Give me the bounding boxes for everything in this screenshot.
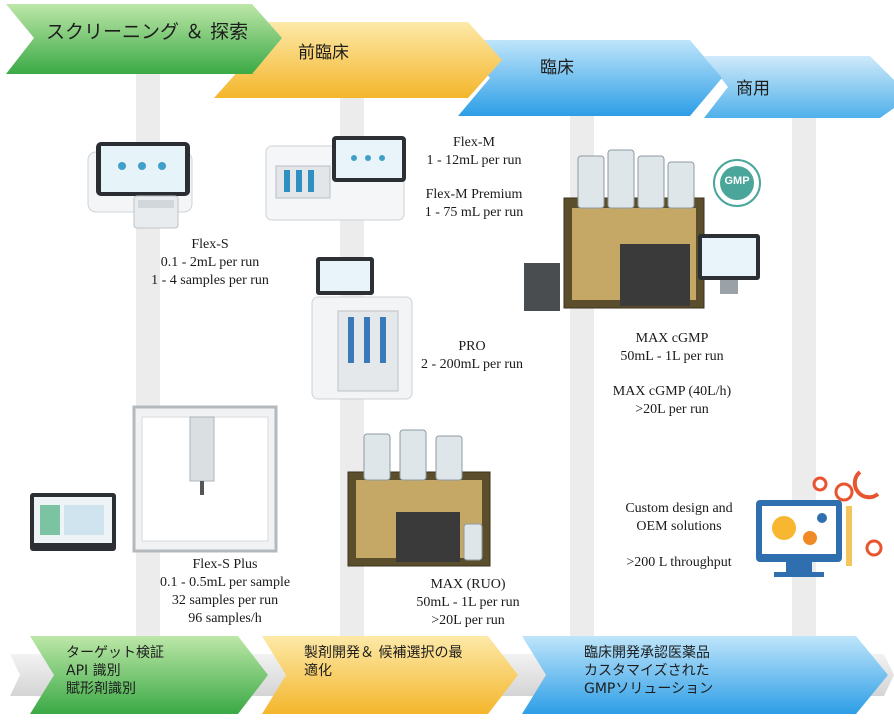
custom-line-3: >200 L throughput <box>626 555 732 570</box>
bottom-label-screening-line-1: ターゲット検証 <box>66 645 164 661</box>
bottom-label-screening-line-3: 賦形剤識別 <box>66 681 136 697</box>
bottom-label-screening-line-2: API 識別 <box>66 663 121 679</box>
flex-s-spec-2: 1 - 4 samples per run <box>151 273 269 288</box>
bottom-arrow-yellow <box>262 636 518 714</box>
bottom-arrow-blue <box>522 636 888 714</box>
max-cgmp-spec: 50mL - 1L per run <box>620 349 724 364</box>
flex-s-plus-device-image <box>30 405 278 553</box>
pro-name: PRO <box>458 339 486 354</box>
flex-m-premium-spec: 1 - 75 mL per run <box>424 205 524 220</box>
stage-label-screening: スクリーニング ＆ 探索 <box>46 21 249 43</box>
stage-arrow-clinical <box>458 40 722 116</box>
gmp-badge-label: GMP <box>724 175 750 187</box>
flex-s-plus-spec-2: 32 samples per run <box>171 593 279 608</box>
max-cgmp-caption: MAX cGMP 50mL - 1L per run <box>602 330 742 366</box>
flex-s-plus-spec-1: 0.1 - 0.5mL per sample <box>159 575 291 590</box>
bottom-label-screening: ターゲット検証 API 識別 賦形剤識別 <box>66 644 164 698</box>
flex-m-premium-caption: Flex-M Premium 1 - 75 mL per run <box>404 186 544 222</box>
flex-s-name: Flex-S <box>191 237 229 252</box>
custom-design-illustration <box>756 470 883 577</box>
flex-m-name: Flex-M <box>453 135 495 150</box>
flex-m-device-image <box>265 136 406 221</box>
flex-s-plus-caption: Flex-S Plus 0.1 - 0.5mL per sample 32 sa… <box>140 556 310 628</box>
bottom-label-preclinical-line-2: 適化 <box>304 663 332 679</box>
gmp-badge-icon <box>713 159 761 207</box>
pro-caption: PRO 2 - 200mL per run <box>402 338 542 374</box>
flex-s-device-image <box>87 142 193 229</box>
pro-device-image <box>311 257 413 400</box>
max-ruo-name: MAX (RUO) <box>430 577 506 592</box>
stage-arrow-preclinical <box>214 22 502 98</box>
flex-s-plus-spec-3: 96 samples/h <box>188 611 262 626</box>
bottom-label-clinical-line-1: 臨床開発承認医薬品 <box>584 645 710 661</box>
max-cgmp-device-image <box>524 149 760 311</box>
flex-s-caption: Flex-S 0.1 - 2mL per run 1 - 4 samples p… <box>130 236 290 290</box>
bottom-label-clinical-line-2: カスタマイズされた <box>584 663 710 679</box>
bottom-label-clinical: 臨床開発承認医薬品 カスタマイズされた GMPソリューション <box>584 644 713 698</box>
flex-m-caption: Flex-M 1 - 12mL per run <box>404 134 544 170</box>
stage-arrows <box>6 4 894 118</box>
custom-caption: Custom design and OEM solutions >200 L t… <box>604 500 754 572</box>
max-cgmp-40-spec: >20L per run <box>635 402 709 417</box>
stage-arrow-commercial <box>704 56 894 118</box>
stage-label-preclinical: 前臨床 <box>298 43 349 63</box>
stage-arrow-screening <box>6 4 282 74</box>
bottom-label-clinical-line-3: GMPソリューション <box>584 681 714 697</box>
flex-s-spec-1: 0.1 - 2mL per run <box>160 255 260 270</box>
max-ruo-caption: MAX (RUO) 50mL - 1L per run >20L per run <box>398 576 538 630</box>
flex-m-premium-name: Flex-M Premium <box>425 187 523 202</box>
bottom-arrow-green <box>30 636 268 714</box>
custom-line-2: OEM solutions <box>636 519 722 534</box>
max-ruo-spec-1: 50mL - 1L per run <box>416 595 520 610</box>
flex-m-spec: 1 - 12mL per run <box>426 153 522 168</box>
stage-label-commercial: 商用 <box>736 79 770 99</box>
max-ruo-device-image <box>347 429 491 567</box>
bottom-label-preclinical: 製剤開発＆ 候補選択の最 適化 <box>304 644 462 680</box>
max-ruo-spec-2: >20L per run <box>431 613 505 628</box>
bottom-arrows <box>10 636 894 714</box>
bottom-label-preclinical-line-1: 製剤開発＆ 候補選択の最 <box>304 645 463 661</box>
stage-label-clinical: 臨床 <box>540 58 574 78</box>
custom-line-1: Custom design and <box>625 501 733 516</box>
pro-spec: 2 - 200mL per run <box>420 357 524 372</box>
max-cgmp-40-caption: MAX cGMP (40L/h) >20L per run <box>602 383 742 419</box>
max-cgmp-name: MAX cGMP <box>635 331 709 346</box>
flex-s-plus-name: Flex-S Plus <box>192 557 258 572</box>
max-cgmp-40-name: MAX cGMP (40L/h) <box>612 384 732 399</box>
